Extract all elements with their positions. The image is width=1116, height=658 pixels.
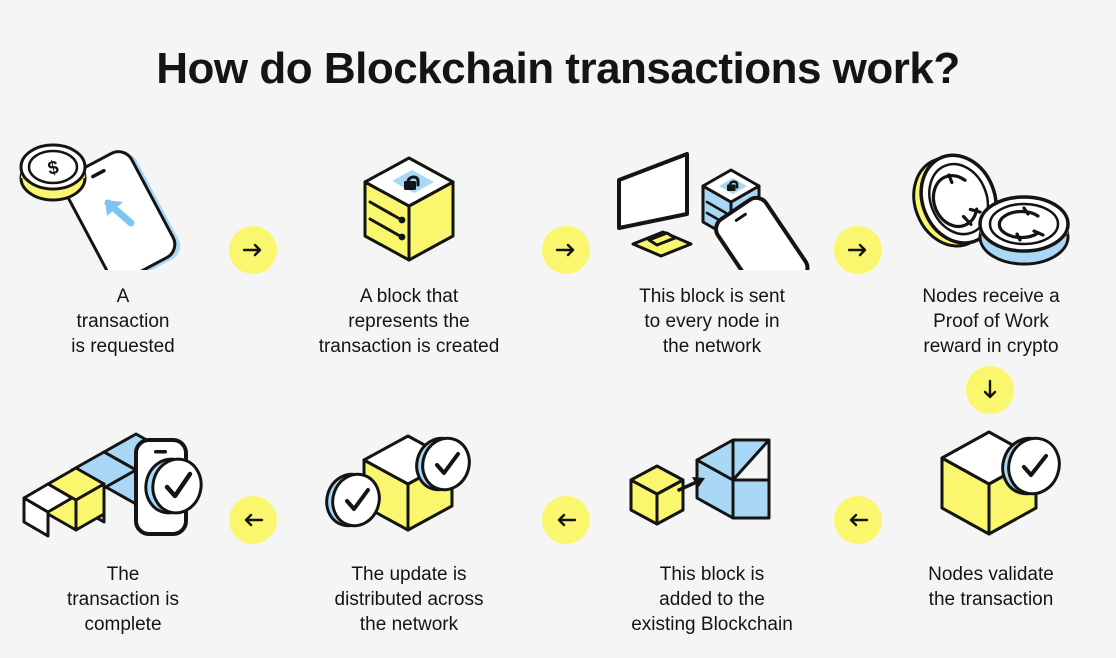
connector-arrow-left-3 <box>229 496 277 544</box>
step-3: This block is sent to every node in the … <box>597 140 827 359</box>
step-7-label: The update is distributed across the net… <box>334 564 484 635</box>
svg-text:$: $ <box>46 157 61 180</box>
smartphone <box>714 195 810 270</box>
desktop-monitor <box>617 152 693 258</box>
step-1: $ A transaction is requested <box>8 140 238 359</box>
step-4: Nodes receive a Proof of Work reward in … <box>876 140 1106 359</box>
step-8-label: The transaction is complete <box>67 564 179 635</box>
check-badge <box>415 436 471 492</box>
connector-arrow-right-1 <box>229 226 277 274</box>
arrow-down-icon <box>983 379 997 399</box>
step-6: This block is added to the existing Bloc… <box>597 418 827 637</box>
illustration-two-crypto-coins <box>876 140 1106 270</box>
connector-arrow-left-2 <box>542 496 590 544</box>
illustration-yellow-block-with-lock <box>294 140 524 270</box>
step-1-label: A transaction is requested <box>71 286 175 357</box>
step-7: The update is distributed across the net… <box>294 418 524 637</box>
yellow-cube <box>629 464 685 526</box>
step-2-label: A block that represents the transaction … <box>318 286 500 357</box>
arrow-left-icon <box>244 513 264 527</box>
connector-arrow-down <box>966 366 1014 414</box>
illustration-block-joining-chain <box>597 418 827 548</box>
padlock-icon <box>404 175 420 190</box>
illustration-chain-phone-checkmark <box>8 418 238 548</box>
illustration-block-with-two-checkmarks <box>294 418 524 548</box>
step-8: The transaction is complete <box>8 418 238 637</box>
illustration-monitor-block-phone <box>597 140 827 270</box>
page-title: How do Blockchain transactions work? <box>156 44 960 93</box>
arrow-left-icon <box>849 513 869 527</box>
coin-upright <box>912 153 998 248</box>
dollar-coin: $ <box>19 143 87 202</box>
arrow-left-icon <box>557 513 577 527</box>
join-arrow-icon <box>677 477 705 492</box>
check-badge <box>325 472 381 528</box>
illustration-block-with-checkmark <box>876 418 1106 548</box>
step-5-label: Nodes validate the transaction <box>928 564 1054 610</box>
arrow-right-icon <box>847 243 867 257</box>
step-3-label: This block is sent to every node in the … <box>639 286 785 357</box>
blue-chain <box>695 438 771 520</box>
connector-arrow-left-1 <box>834 496 882 544</box>
connector-arrow-right-2 <box>542 226 590 274</box>
illustration-phone-with-dollar-coin: $ <box>8 140 238 270</box>
step-2: A block that represents the transaction … <box>294 140 524 359</box>
step-5: Nodes validate the transaction <box>876 418 1106 612</box>
step-4-label: Nodes receive a Proof of Work reward in … <box>922 286 1060 357</box>
arrow-right-icon <box>242 243 262 257</box>
check-badge <box>1001 436 1061 496</box>
step-6-label: This block is added to the existing Bloc… <box>631 564 793 635</box>
coin-flat <box>978 195 1070 266</box>
blue-arrow-glyph <box>104 199 135 227</box>
arrow-right-icon <box>555 243 575 257</box>
check-badge <box>144 457 203 515</box>
connector-arrow-right-3 <box>834 226 882 274</box>
isometric-cube <box>363 156 455 262</box>
